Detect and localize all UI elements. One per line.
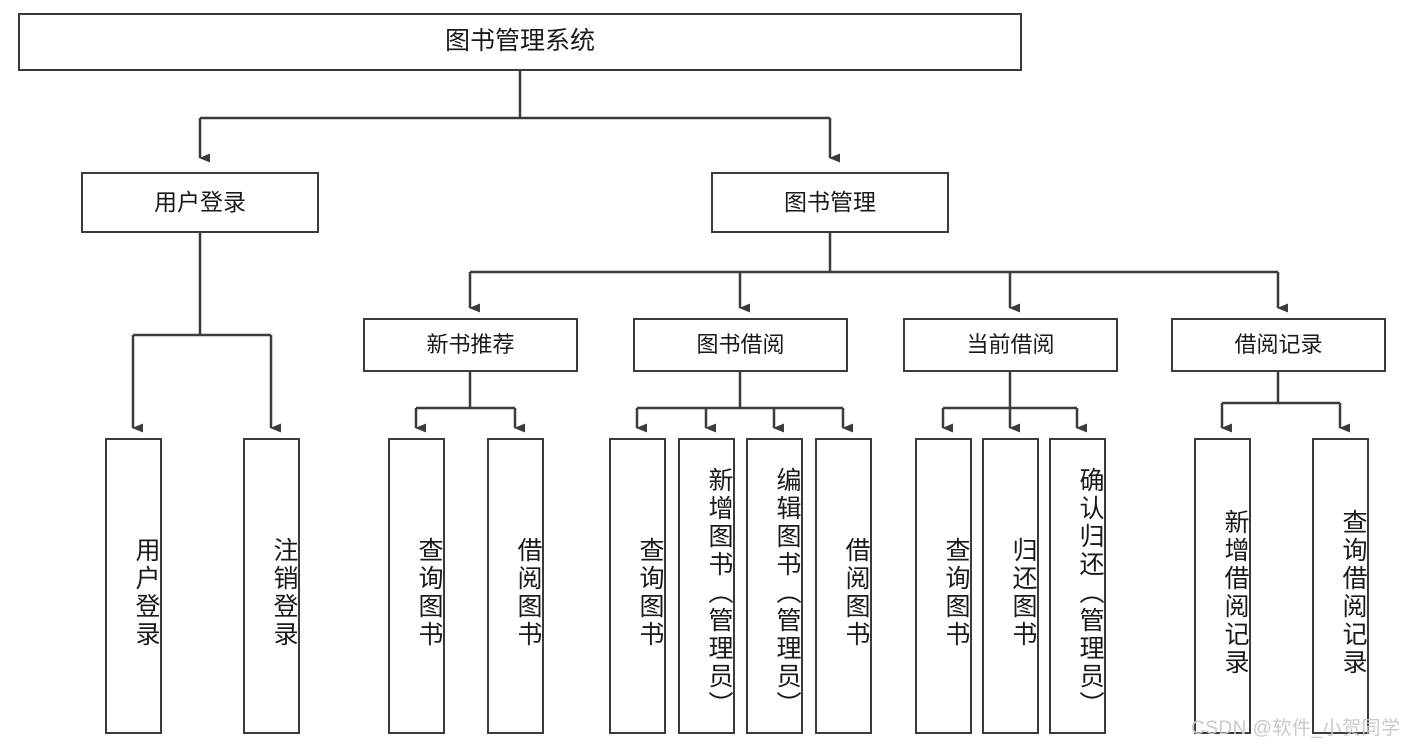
leaf-query-borrow-record[interactable]: 查询借阅记录 bbox=[1312, 438, 1369, 734]
node-new-book-recommend[interactable]: 新书推荐 bbox=[363, 318, 578, 372]
leaf-return-book[interactable]: 归还图书 bbox=[982, 438, 1039, 734]
node-label: 查询图书 bbox=[636, 537, 664, 649]
leaf-edit-book-admin[interactable]: 编辑图书（管理员） bbox=[746, 438, 803, 734]
node-label: 用户登录 bbox=[154, 188, 246, 215]
node-label: 图书借阅 bbox=[696, 332, 785, 358]
node-label: 图书管理 bbox=[784, 188, 876, 215]
node-label: 查询图书 bbox=[415, 537, 443, 649]
node-label: 新增图书（管理员） bbox=[705, 467, 733, 719]
node-book-management[interactable]: 图书管理 bbox=[711, 172, 949, 233]
node-label: 借阅图书 bbox=[842, 537, 870, 649]
node-label: 归还图书 bbox=[1009, 537, 1037, 649]
leaf-query-book-recommend[interactable]: 查询图书 bbox=[388, 438, 445, 734]
node-book-borrow[interactable]: 图书借阅 bbox=[633, 318, 848, 372]
csdn-watermark: CSDN @软件_小贺同学 bbox=[1191, 718, 1401, 739]
leaf-add-book-admin[interactable]: 新增图书（管理员） bbox=[678, 438, 735, 734]
node-current-borrow[interactable]: 当前借阅 bbox=[903, 318, 1118, 372]
node-root-book-management-system[interactable]: 图书管理系统 bbox=[18, 13, 1022, 71]
node-label: 当前借阅 bbox=[966, 332, 1055, 358]
node-label: 查询借阅记录 bbox=[1339, 509, 1367, 677]
leaf-confirm-return-admin[interactable]: 确认归还（管理员） bbox=[1049, 438, 1106, 734]
leaf-logout-login[interactable]: 注销登录 bbox=[243, 438, 300, 734]
node-label: 新书推荐 bbox=[426, 332, 515, 358]
node-borrow-record[interactable]: 借阅记录 bbox=[1171, 318, 1386, 372]
leaf-borrow-book-recommend[interactable]: 借阅图书 bbox=[487, 438, 544, 734]
node-label: 用户登录 bbox=[132, 537, 160, 649]
leaf-user-login[interactable]: 用户登录 bbox=[105, 438, 162, 734]
node-label: 借阅图书 bbox=[514, 537, 542, 649]
node-label: 查询图书 bbox=[942, 537, 970, 649]
node-label: 确认归还（管理员） bbox=[1076, 467, 1104, 719]
leaf-query-book-borrow[interactable]: 查询图书 bbox=[609, 438, 666, 734]
node-label: 编辑图书（管理员） bbox=[773, 467, 801, 719]
node-label: 注销登录 bbox=[270, 537, 298, 649]
leaf-query-book-current[interactable]: 查询图书 bbox=[915, 438, 972, 734]
node-label: 借阅记录 bbox=[1234, 332, 1323, 358]
leaf-borrow-book[interactable]: 借阅图书 bbox=[815, 438, 872, 734]
node-label: 新增借阅记录 bbox=[1221, 509, 1249, 677]
node-label: 图书管理系统 bbox=[444, 27, 595, 56]
node-user-login[interactable]: 用户登录 bbox=[81, 172, 319, 233]
leaf-add-borrow-record[interactable]: 新增借阅记录 bbox=[1194, 438, 1251, 734]
